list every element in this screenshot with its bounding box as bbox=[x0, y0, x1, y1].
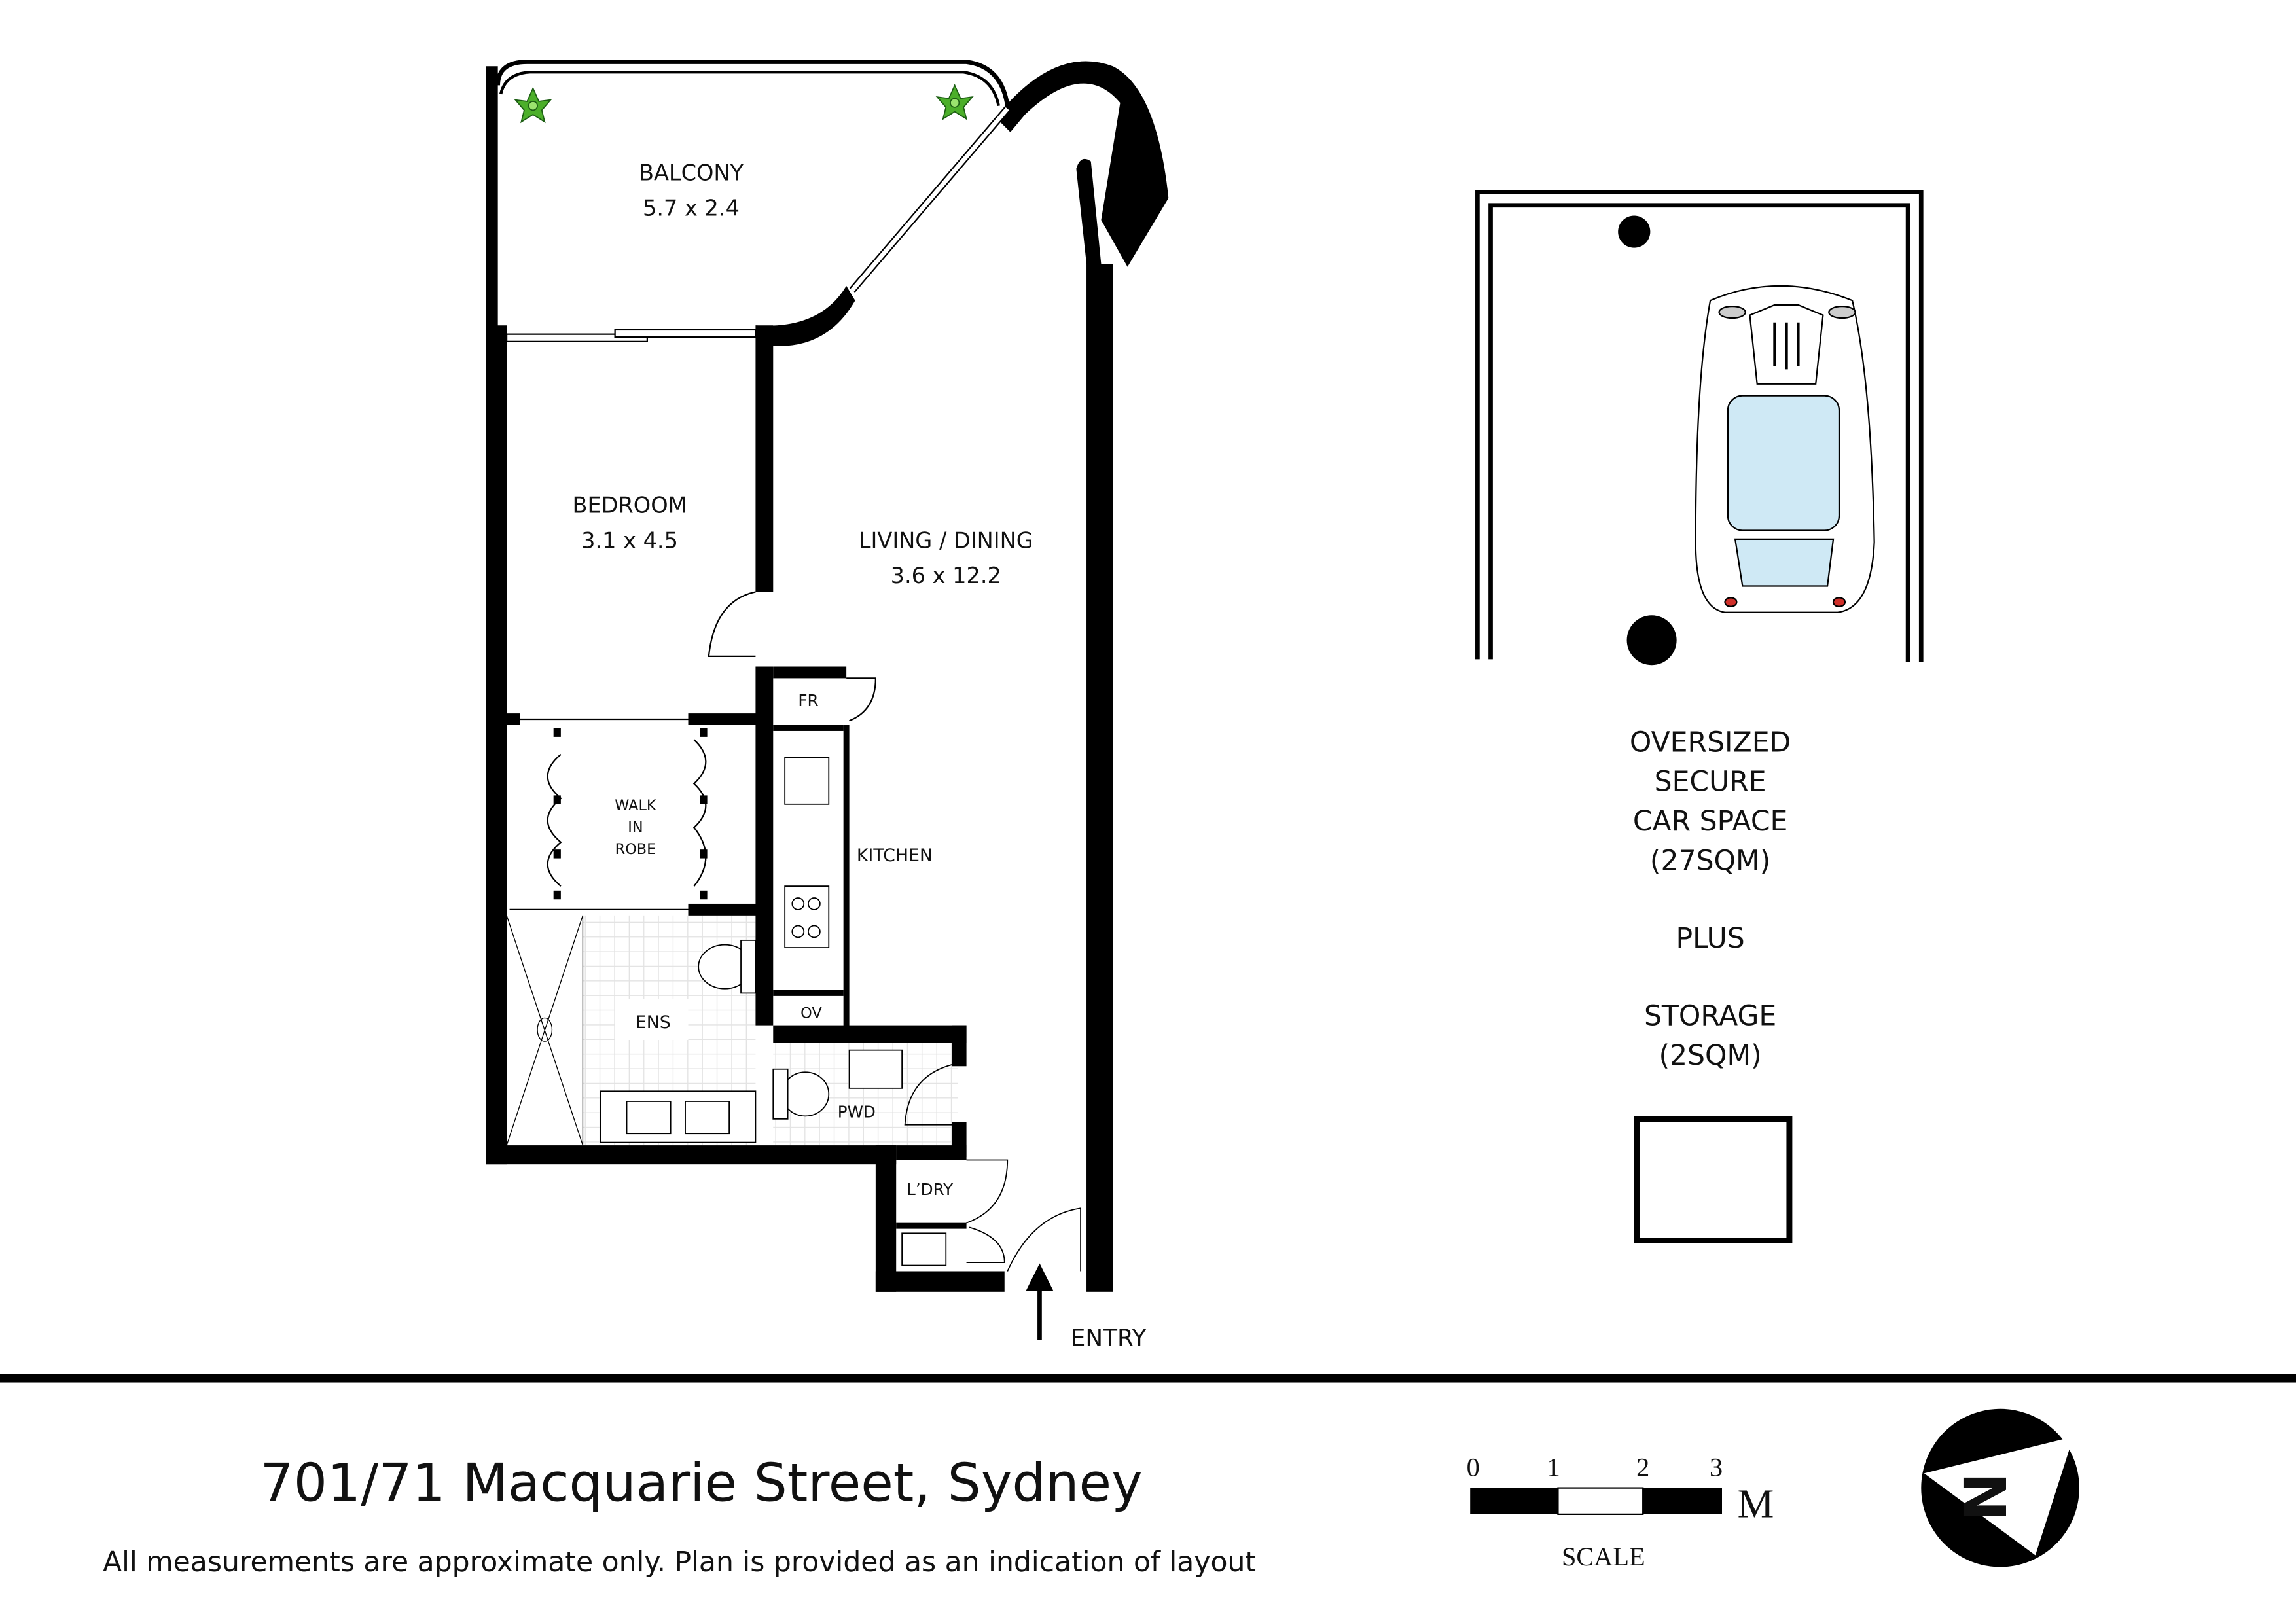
car-space-line-2: SECURE bbox=[1655, 766, 1767, 798]
storage-size: (2SQM) bbox=[1659, 1040, 1761, 1072]
powder-label: PWD bbox=[838, 1103, 876, 1122]
oven-label: OV bbox=[800, 1005, 822, 1022]
fridge-label: FR bbox=[798, 691, 818, 710]
balcony-label: BALCONY bbox=[639, 160, 744, 186]
scale-tick: 1 bbox=[1547, 1453, 1560, 1482]
plant-icon bbox=[935, 84, 974, 120]
plant-icon bbox=[514, 86, 552, 124]
bedroom-size: 3.1 x 4.5 bbox=[581, 527, 678, 553]
robe-doors[interactable] bbox=[509, 718, 707, 911]
robe-label-2: IN bbox=[628, 819, 643, 836]
robe-label-3: ROBE bbox=[615, 841, 656, 858]
column bbox=[1618, 215, 1651, 248]
shower bbox=[506, 915, 584, 1146]
scale-tick: 3 bbox=[1710, 1453, 1723, 1482]
robe-hinges bbox=[553, 728, 708, 900]
storage-box bbox=[1634, 1116, 1793, 1243]
storage-label: STORAGE bbox=[1644, 1001, 1776, 1033]
fridge-door[interactable] bbox=[846, 677, 876, 722]
balcony-balustrade bbox=[495, 60, 1010, 107]
column bbox=[1626, 615, 1677, 666]
footer-divider bbox=[0, 1374, 2296, 1383]
scale-tick: 2 bbox=[1636, 1453, 1649, 1482]
compass-letter: N bbox=[1952, 1472, 2020, 1522]
car-icon bbox=[1695, 285, 1875, 613]
balcony-size: 5.7 x 2.4 bbox=[643, 195, 740, 221]
living-size: 3.6 x 12.2 bbox=[891, 563, 1001, 588]
scale-bar: 0 1 2 3 M SCALE bbox=[1467, 1453, 1774, 1571]
robe-label-1: WALK bbox=[615, 797, 657, 814]
balcony-sliding-door[interactable] bbox=[505, 106, 1011, 342]
entry-label: ENTRY bbox=[1071, 1325, 1147, 1352]
fixtures bbox=[600, 757, 947, 1266]
bedroom-door[interactable] bbox=[708, 591, 756, 657]
living-label: LIVING / DINING bbox=[859, 527, 1033, 553]
kitchen-label: KITCHEN bbox=[857, 846, 933, 866]
car-space-line-1: OVERSIZED bbox=[1630, 726, 1791, 758]
bedroom-label: BEDROOM bbox=[572, 493, 687, 518]
scale-label: SCALE bbox=[1562, 1542, 1645, 1571]
laundry-label: L’DRY bbox=[906, 1180, 954, 1199]
disclaimer: All measurements are approximate only. P… bbox=[103, 1546, 1256, 1578]
walls bbox=[486, 61, 1169, 1292]
address-title: 701/71 Macquarie Street, Sydney bbox=[260, 1452, 1143, 1514]
scale-tick: 0 bbox=[1467, 1453, 1480, 1482]
doors[interactable] bbox=[904, 1064, 1081, 1272]
plus-label: PLUS bbox=[1676, 923, 1744, 955]
ensuite-label: ENS bbox=[636, 1012, 671, 1033]
entry-arrow-icon bbox=[1026, 1263, 1054, 1340]
scale-unit: M bbox=[1738, 1480, 1774, 1526]
car-space-line-4: (27SQM) bbox=[1650, 845, 1770, 877]
car-space-outline bbox=[1475, 190, 1924, 662]
car-space-line-3: CAR SPACE bbox=[1633, 806, 1788, 838]
north-compass-icon: N bbox=[1921, 1408, 2079, 1567]
